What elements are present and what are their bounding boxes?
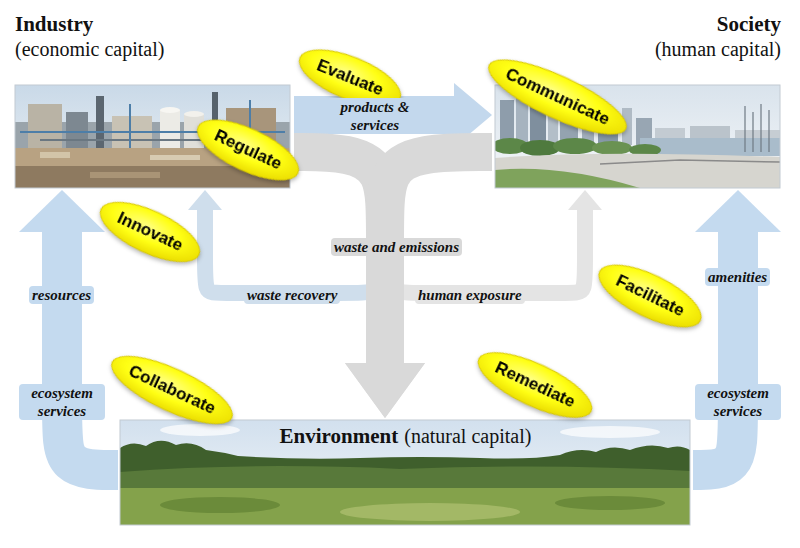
flow-label: human exposure xyxy=(415,286,525,304)
photo-detail xyxy=(640,138,780,156)
photo-detail xyxy=(690,126,730,140)
photo-detail xyxy=(40,152,70,158)
flow-arrow xyxy=(385,152,492,363)
photo-detail xyxy=(752,112,753,152)
action-ellipse: Communicate xyxy=(478,45,635,150)
capital-panel: Environment(natural capital) xyxy=(118,418,693,528)
photo-detail xyxy=(553,138,597,154)
photo-detail xyxy=(120,420,690,525)
capital-panel: Society(human capital) xyxy=(492,8,785,190)
flow-label: products & services xyxy=(327,98,423,134)
photo-detail xyxy=(560,426,660,438)
photo-detail xyxy=(160,497,280,513)
environment-photo xyxy=(120,420,690,525)
photo-detail xyxy=(340,503,520,521)
photo-detail xyxy=(555,496,665,510)
flow-label: waste recovery xyxy=(244,286,340,304)
photo-detail xyxy=(160,110,180,150)
panel-title: Industry xyxy=(15,12,93,37)
photo-detail xyxy=(744,106,745,152)
panel-title: Environment xyxy=(280,424,399,449)
photo-detail xyxy=(28,104,62,148)
photo-detail xyxy=(150,155,200,160)
action-ellipse: Facilitate xyxy=(589,251,711,341)
action-ellipse: Innovate xyxy=(91,189,209,275)
photo-detail xyxy=(760,104,761,152)
photo-detail xyxy=(592,141,632,155)
ellipse-fill xyxy=(590,253,709,340)
ellipse-fill xyxy=(103,343,240,437)
panel-subtitle: (natural capital) xyxy=(404,424,531,448)
photo-detail xyxy=(184,111,204,117)
panel-subtitle: (human capital) xyxy=(655,37,781,61)
flow-arrow xyxy=(62,232,118,470)
flow-arrow xyxy=(294,96,454,134)
photo-detail xyxy=(120,488,690,525)
photo-detail xyxy=(600,160,780,164)
panel-title: Society xyxy=(717,12,781,37)
photo-detail xyxy=(768,110,769,152)
action-ellipse: Regulate xyxy=(188,106,308,193)
flow-label: amenities xyxy=(705,268,770,286)
photo-detail xyxy=(495,154,780,188)
panel-subtitle: (economic capital) xyxy=(15,37,164,61)
photo-detail xyxy=(129,104,131,148)
photo-detail xyxy=(66,112,88,148)
ellipse-fill xyxy=(470,340,600,430)
photo-detail xyxy=(495,169,640,188)
photo-detail xyxy=(160,107,180,113)
ellipse-fill xyxy=(480,46,635,148)
ellipse-fill xyxy=(92,190,208,274)
flow-label: waste and emissions xyxy=(331,238,462,256)
action-ellipse: Collaborate xyxy=(102,342,242,439)
photo-detail xyxy=(160,424,240,436)
flow-label: ecosystem services xyxy=(695,384,781,420)
action-ellipse: Remediate xyxy=(469,338,602,431)
photo-detail xyxy=(90,172,160,178)
flow-arrow xyxy=(294,152,585,293)
photo-frame xyxy=(120,420,690,525)
flow-label: resources xyxy=(29,286,94,304)
ellipse-fill xyxy=(189,108,306,193)
flow-label: ecosystem services xyxy=(19,384,105,420)
